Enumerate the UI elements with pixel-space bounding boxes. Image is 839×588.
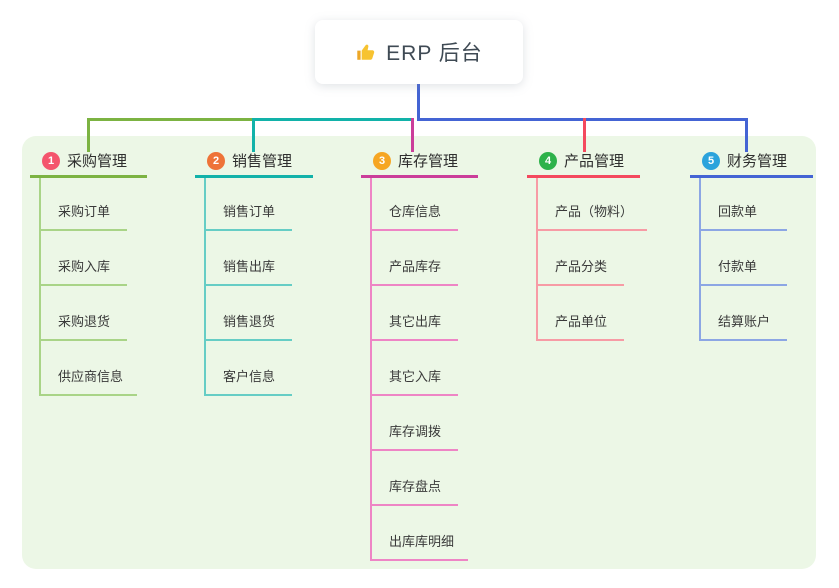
branches-panel — [22, 136, 816, 569]
subtopic-item[interactable]: 其它入库 — [370, 368, 458, 396]
root-connector-line — [417, 84, 420, 121]
subtopic-item[interactable]: 供应商信息 — [39, 368, 138, 396]
root-topic[interactable]: ERP 后台 — [315, 20, 523, 84]
thumbs-up-icon — [355, 41, 377, 63]
subtopic-connector-line — [536, 178, 538, 339]
branch-topic[interactable]: 1 采购管理 — [30, 150, 147, 178]
subtopic-item[interactable]: 销售出库 — [204, 258, 292, 286]
rail-segment-1 — [87, 118, 255, 121]
branch-drop-line-4 — [583, 118, 586, 152]
branch-topic[interactable]: 2 销售管理 — [195, 150, 313, 178]
branch-topic-label: 产品管理 — [564, 153, 625, 170]
subtopic-item[interactable]: 仓库信息 — [370, 203, 458, 231]
branch-topic[interactable]: 5 财务管理 — [690, 150, 813, 178]
branch-topic-label: 采购管理 — [67, 153, 128, 170]
branch-number-badge: 4 — [539, 151, 557, 170]
subtopic-item[interactable]: 其它出库 — [370, 313, 458, 341]
subtopic-item[interactable]: 结算账户 — [699, 313, 787, 341]
subtopic-item[interactable]: 产品分类 — [536, 258, 624, 286]
branch-topic[interactable]: 4 产品管理 — [527, 150, 640, 178]
subtopic-item[interactable]: 采购入库 — [39, 258, 127, 286]
subtopic-item[interactable]: 库存盘点 — [370, 478, 458, 506]
subtopic-item[interactable]: 库存调拨 — [370, 423, 458, 451]
subtopic-item[interactable]: 采购订单 — [39, 203, 127, 231]
branch-topic-label: 财务管理 — [727, 153, 788, 170]
branch-number-badge: 3 — [373, 151, 391, 170]
branch-number-badge: 2 — [207, 151, 225, 170]
branch-drop-line-2 — [252, 118, 255, 152]
subtopic-item[interactable]: 客户信息 — [204, 368, 292, 396]
subtopic-connector-line — [370, 178, 372, 559]
branch-drop-line-1 — [87, 118, 90, 152]
subtopic-item[interactable]: 出库库明细 — [370, 533, 469, 561]
root-topic-label: ERP 后台 — [386, 42, 483, 65]
branch-drop-line-3 — [411, 118, 414, 152]
subtopic-item[interactable]: 销售退货 — [204, 313, 292, 341]
subtopic-item[interactable]: 回款单 — [699, 203, 787, 231]
rail-segment-3 — [417, 118, 748, 121]
subtopic-connector-line — [699, 178, 701, 339]
subtopic-connector-line — [39, 178, 41, 394]
subtopic-item[interactable]: 采购退货 — [39, 313, 127, 341]
branch-topic[interactable]: 3 库存管理 — [361, 150, 478, 178]
subtopic-item[interactable]: 付款单 — [699, 258, 787, 286]
branch-drop-line-5 — [745, 118, 748, 152]
subtopic-connector-line — [204, 178, 206, 394]
subtopic-item[interactable]: 产品库存 — [370, 258, 458, 286]
branch-number-badge: 1 — [42, 151, 60, 170]
branch-number-badge: 5 — [702, 151, 720, 170]
branch-topic-label: 销售管理 — [232, 153, 293, 170]
branch-topic-label: 库存管理 — [398, 153, 459, 170]
rail-segment-2 — [254, 118, 414, 121]
subtopic-item[interactable]: 销售订单 — [204, 203, 292, 231]
subtopic-item[interactable]: 产品单位 — [536, 313, 624, 341]
subtopic-item[interactable]: 产品（物料） — [536, 203, 648, 231]
